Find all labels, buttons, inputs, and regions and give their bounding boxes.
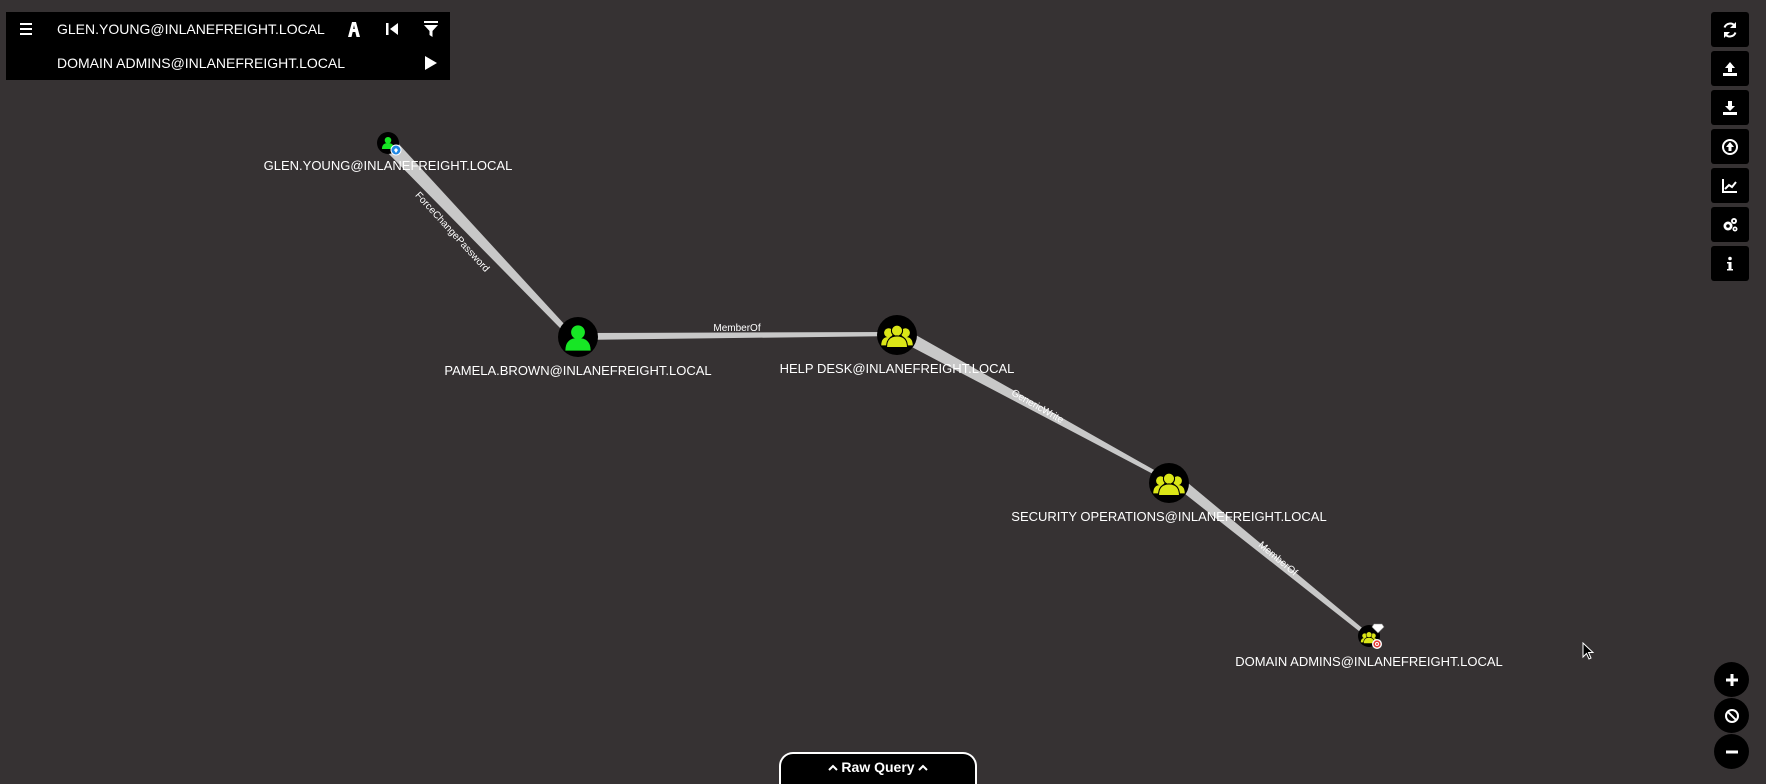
settings-icon[interactable] [1711,207,1749,242]
zoom-out-icon[interactable] [1714,734,1749,769]
database-info-icon[interactable] [1711,168,1749,203]
chevron-up-icon [827,764,838,772]
raw-query-label: Raw Query [841,759,915,775]
export-icon[interactable] [1711,90,1749,125]
mouse-cursor-icon [1582,642,1595,660]
edge-memberof-pamela-helpdesk[interactable]: MemberOf [578,323,897,340]
node-label-security-operations: SECURITY OPERATIONS@INLANEFREIGHT.LOCAL [1011,509,1326,524]
zoom-in-icon[interactable] [1714,662,1749,697]
chevron-up-icon [918,764,929,772]
menu-icon[interactable] [16,18,38,40]
back-icon[interactable] [381,18,403,40]
pathfinding-search-panel: GLEN.YOUNG@INLANEFREIGHT.LOCAL DOMAIN AD… [6,12,450,80]
node-glen-young[interactable]: GLEN.YOUNG@INLANEFREIGHT.LOCAL [264,132,513,173]
node-label-pamela-brown: PAMELA.BROWN@INLANEFREIGHT.LOCAL [444,363,711,378]
edge-generic-write[interactable]: GenericWrite [908,334,1156,474]
about-icon[interactable] [1711,246,1749,281]
node-domain-admins[interactable]: DOMAIN ADMINS@INLANEFREIGHT.LOCAL [1235,623,1503,669]
edge-memberof-secops-domainadmins[interactable]: MemberOf [1180,483,1367,635]
upload-icon[interactable] [1711,51,1749,86]
filter-icon[interactable] [420,18,442,40]
edge-label-generic-write: GenericWrite [1009,388,1065,426]
edge-label-memberof-1: MemberOf [713,323,760,334]
import-icon[interactable] [1711,129,1749,164]
target-node-input[interactable]: DOMAIN ADMINS@INLANEFREIGHT.LOCAL [57,55,346,71]
raw-query-toggle[interactable]: Raw Query [779,752,977,784]
target-icon [1372,639,1382,649]
start-node-input[interactable]: GLEN.YOUNG@INLANEFREIGHT.LOCAL [57,21,325,37]
pathfinding-icon[interactable] [343,18,365,40]
high-value-diamond-icon [1371,623,1385,634]
owned-badge-icon [390,144,402,156]
reset-zoom-icon[interactable] [1714,698,1749,733]
refresh-icon[interactable] [1711,12,1749,47]
node-pamela-brown[interactable]: PAMELA.BROWN@INLANEFREIGHT.LOCAL [444,317,712,378]
play-icon[interactable] [419,52,441,74]
node-security-operations[interactable]: SECURITY OPERATIONS@INLANEFREIGHT.LOCAL [1011,463,1327,524]
node-help-desk[interactable]: HELP DESK@INLANEFREIGHT.LOCAL [780,315,1015,376]
right-toolbar [1711,12,1751,285]
node-label-help-desk: HELP DESK@INLANEFREIGHT.LOCAL [780,361,1015,376]
edge-label-memberof-2: MemberOf [1256,540,1299,579]
node-label-glen-young: GLEN.YOUNG@INLANEFREIGHT.LOCAL [264,158,513,173]
start-node-row: GLEN.YOUNG@INLANEFREIGHT.LOCAL [6,12,450,46]
node-label-domain-admins: DOMAIN ADMINS@INLANEFREIGHT.LOCAL [1235,654,1502,669]
target-node-row: DOMAIN ADMINS@INLANEFREIGHT.LOCAL [6,46,450,80]
